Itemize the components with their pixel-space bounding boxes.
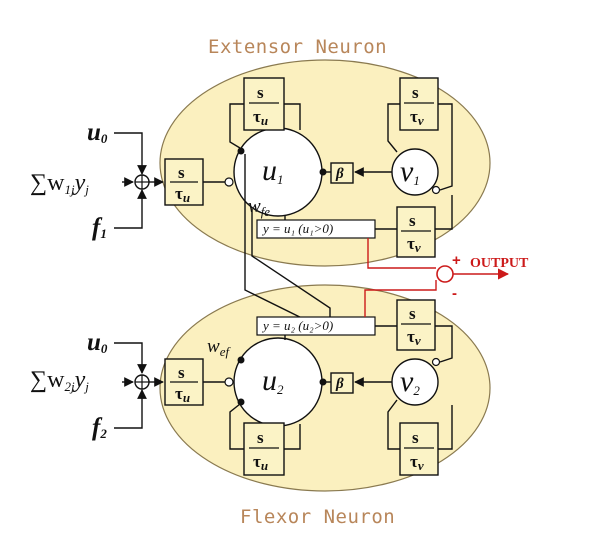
svg-text:τu: τu [175,384,190,405]
v1-input-block: s τv [396,206,436,258]
self-feedback-block-v1: s τv [399,77,439,131]
svg-text:s: s [409,304,416,323]
output-eq-y2: y = u₂ (u₂>0) [256,316,376,336]
beta-block-top: β [330,162,354,184]
self-feedback-block-v2: s τv [399,422,439,476]
neuron-v2: v2 [391,358,439,406]
svg-text:s: s [412,428,419,447]
svg-text:s: s [412,83,419,102]
svg-text:β: β [335,166,344,182]
wef-label: wef [207,336,231,359]
neuron-v1: v1 [391,148,439,196]
output-plus-sign: + [452,252,461,269]
svg-text:y = u₂ (u₂>0): y = u₂ (u₂>0) [261,318,333,333]
f1-label: f1 [92,214,107,241]
output-label: OUTPUT [470,256,529,271]
sum-junction-bottom [134,374,150,390]
sum-bot-label: ∑w2jyj [30,367,89,394]
extensor-title: Extensor Neuron [208,36,387,58]
u0-top-label: u0 [87,119,108,146]
wfe-label: wfe [248,196,270,219]
self-feedback-block-u1: s τu [243,77,285,131]
svg-text:v2: v2 [400,365,420,398]
svg-text:s: s [178,363,185,382]
svg-text:τv: τv [407,234,421,255]
v2-input-block: s τv [396,299,436,351]
svg-text:s: s [257,83,264,102]
output-node [436,265,454,283]
svg-text:u2: u2 [262,364,284,397]
neuron-u2: u2 [233,337,323,427]
svg-text:s: s [257,428,264,447]
svg-text:s: s [409,211,416,230]
f2-label: f2 [92,414,107,441]
flexor-ellipse [159,284,491,492]
svg-text:τv: τv [410,107,424,128]
svg-text:v1: v1 [400,155,420,188]
output-minus-sign: - [452,285,457,302]
svg-text:τv: τv [407,327,421,348]
beta-block-bottom: β [330,372,354,394]
svg-text:y = u₁ (u₁>0): y = u₁ (u₁>0) [261,221,333,236]
sum-junction-top [134,174,150,190]
sum-top-label: ∑w1jyj [30,170,89,197]
svg-text:τu: τu [175,184,190,205]
input-filter-block-bottom: s τu [164,358,204,406]
svg-text:s: s [178,163,185,182]
svg-text:u1: u1 [262,154,284,187]
u0-bot-label: u0 [87,329,108,356]
svg-text:τv: τv [410,452,424,473]
svg-text:τu: τu [253,107,268,128]
flexor-title: Flexor Neuron [240,506,395,528]
output-eq-y1: y = u₁ (u₁>0) [256,219,376,239]
svg-text:β: β [335,376,344,392]
self-feedback-block-u2: s τu [243,422,285,476]
input-filter-block-top: s τu [164,158,204,206]
svg-text:τu: τu [253,452,268,473]
